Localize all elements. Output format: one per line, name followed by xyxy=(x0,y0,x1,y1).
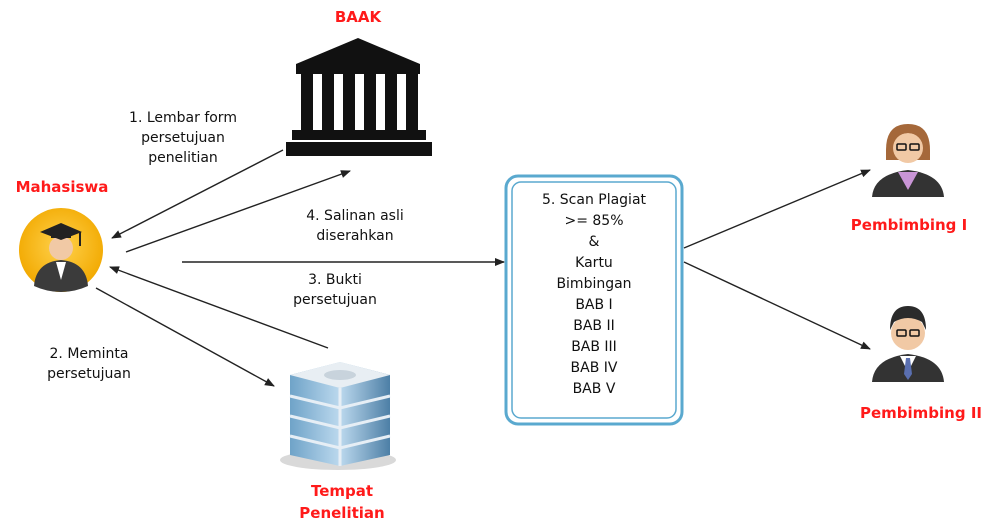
requirements-line: Kartu xyxy=(575,255,613,271)
requirements-line: BAB II xyxy=(573,318,615,334)
node-mahasiswa-title: Mahasiswa xyxy=(15,178,109,196)
node-baak-title: BAAK xyxy=(334,8,382,26)
requirements-line: BAB V xyxy=(572,381,616,397)
arrow-step3-return xyxy=(109,266,329,349)
arrow-step1 xyxy=(111,149,284,239)
requirements-line: & xyxy=(588,234,600,250)
node-pembimbing1-title: Pembimbing I xyxy=(850,216,968,234)
requirements-line: BAB IV xyxy=(570,360,618,376)
bank-building-icon xyxy=(286,38,432,156)
node-tempat-title-line1: Tempat xyxy=(310,482,374,500)
edge-step3-label: 3. Bukti persetujuan xyxy=(270,270,400,310)
male-advisor-icon xyxy=(872,306,944,382)
graduate-student-icon xyxy=(19,208,103,292)
edge-step4-line2: diserahkan xyxy=(316,228,394,244)
edge-step4-line1: 4. Salinan asli xyxy=(306,208,404,224)
node-pembimbing2-title: Pembimbing II xyxy=(860,404,982,422)
edge-step1-label: 1. Lembar form persetujuan penelitian xyxy=(108,108,258,168)
edge-step2-line2: persetujuan xyxy=(47,366,131,382)
arrow-step4 xyxy=(125,170,351,253)
requirements-box-outer xyxy=(504,174,684,426)
requirements-line: BAB III xyxy=(571,339,617,355)
edge-step2-line1: 2. Meminta xyxy=(49,346,129,362)
edge-step2-label: 2. Meminta persetujuan xyxy=(24,344,154,384)
requirements-list: 5. Scan Plagiat >= 85% & Kartu Bimbingan… xyxy=(512,190,676,400)
arrow-to-pembimbing1 xyxy=(683,169,871,249)
edge-step3-line1: 3. Bukti xyxy=(308,272,362,288)
edge-step1-line3: penelitian xyxy=(148,150,218,166)
female-advisor-icon xyxy=(872,124,944,197)
office-building-icon xyxy=(280,362,396,470)
arrow-to-pembimbing2 xyxy=(683,261,871,350)
edge-step1-line2: persetujuan xyxy=(141,130,225,146)
requirements-line: Bimbingan xyxy=(556,276,632,292)
arrow-step2 xyxy=(95,287,275,387)
requirements-line: 5. Scan Plagiat xyxy=(541,192,647,208)
edge-step1-line1: 1. Lembar form xyxy=(129,110,237,126)
edge-step4-label: 4. Salinan asli diserahkan xyxy=(290,206,420,246)
node-tempat-title: Tempat Penelitian xyxy=(292,480,392,524)
requirements-line: BAB I xyxy=(575,297,613,313)
requirements-box-inner xyxy=(511,181,677,419)
node-tempat-title-line2: Penelitian xyxy=(299,504,385,522)
edge-step3-line2: persetujuan xyxy=(293,292,377,308)
requirements-line: >= 85% xyxy=(564,213,624,229)
